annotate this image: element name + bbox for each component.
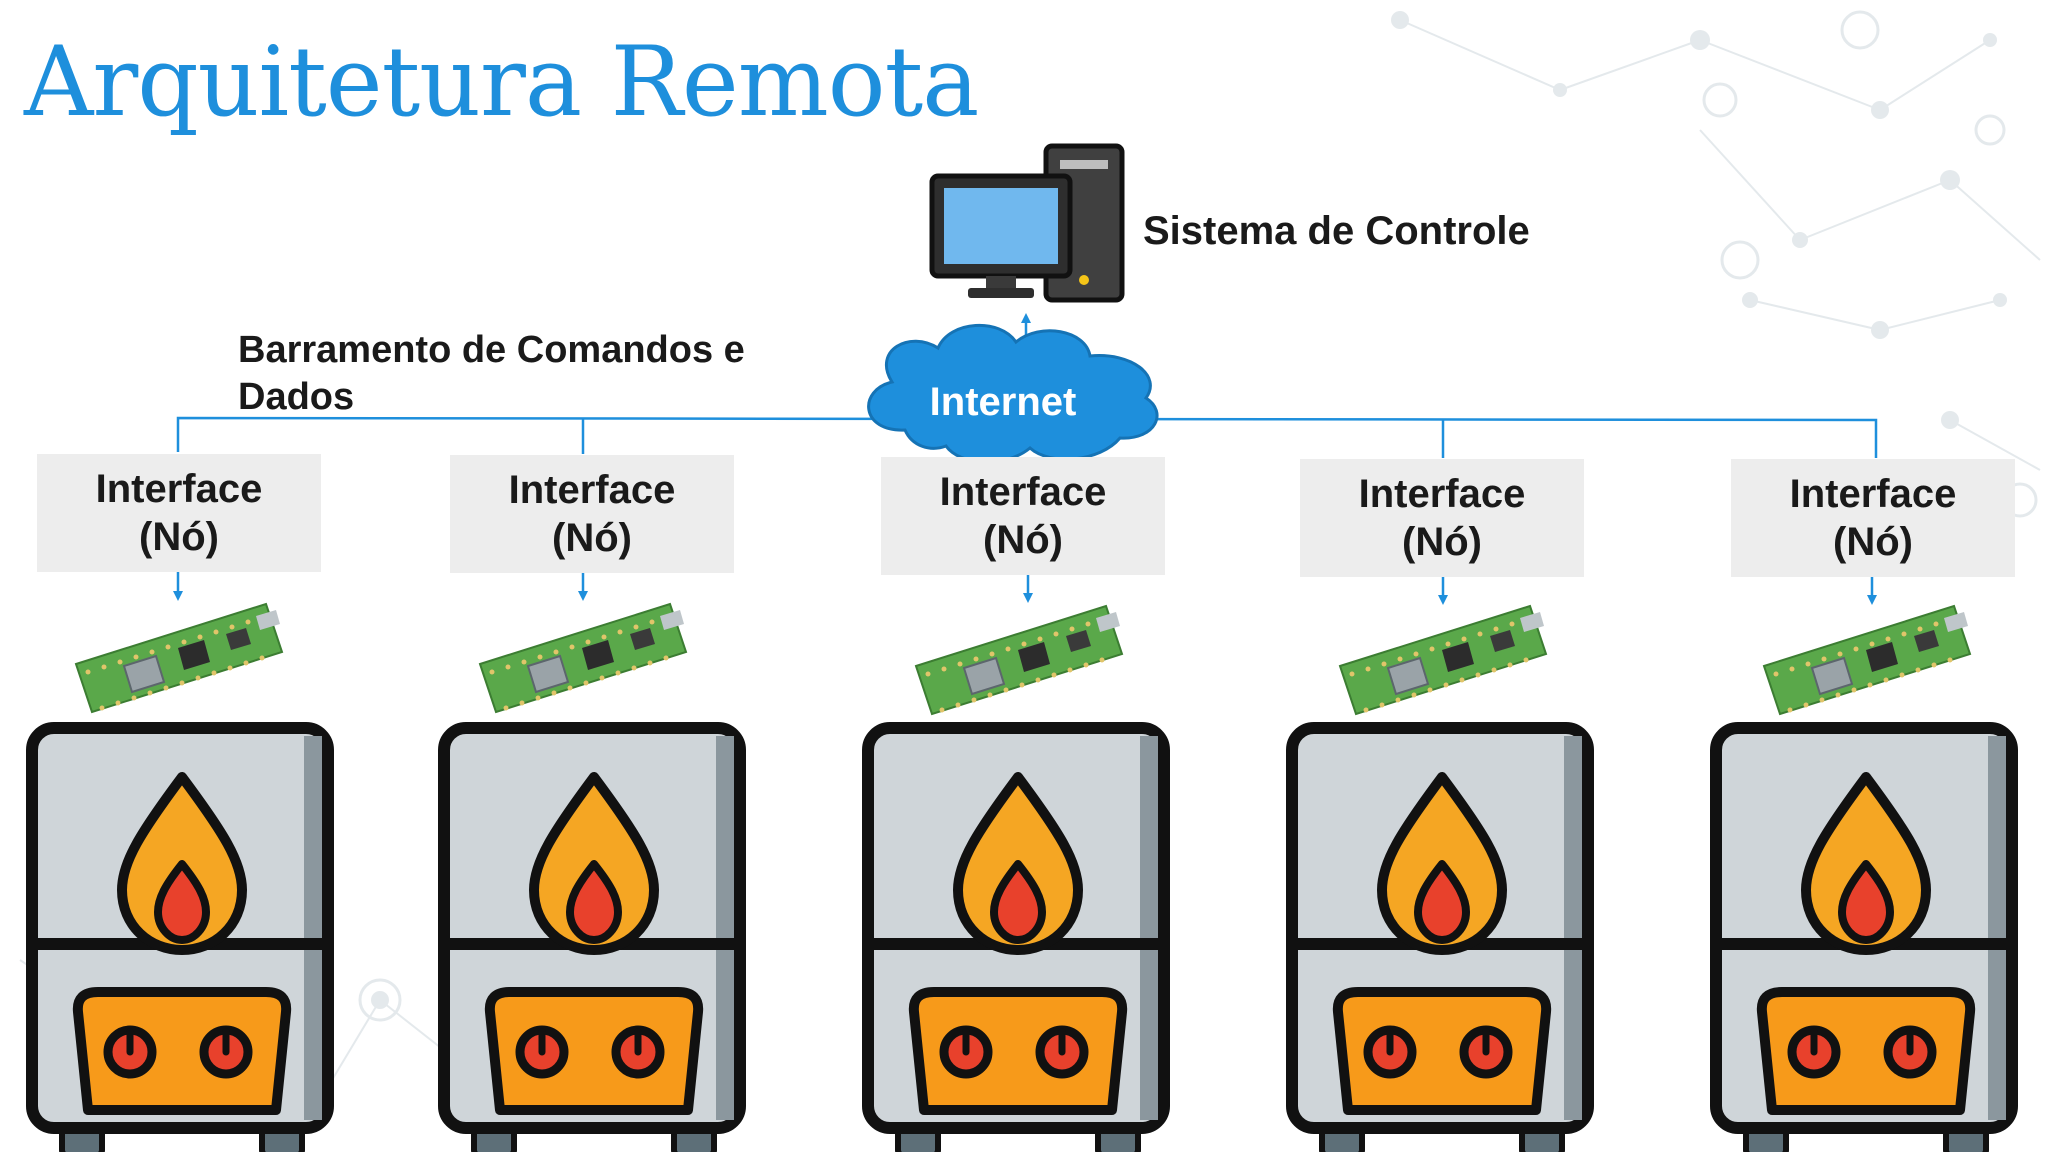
interface-node-subtitle: (Nó) xyxy=(139,515,219,559)
furnace-icon xyxy=(1716,728,2012,1152)
interface-node-subtitle: (Nó) xyxy=(983,518,1063,562)
interface-node-title: Interface xyxy=(1358,472,1526,516)
microcontroller-board-icon xyxy=(75,603,283,713)
interface-node-title: Interface xyxy=(939,470,1107,514)
interface-node: Interface (Nó) xyxy=(450,455,734,573)
furnace-icon xyxy=(868,728,1164,1152)
interface-node-subtitle: (Nó) xyxy=(1833,520,1913,564)
bus-label: Barramento de Comandos e Dados xyxy=(238,329,745,418)
internet-label: Internet xyxy=(929,380,1077,424)
interface-node-title: Interface xyxy=(1789,472,1957,516)
microcontroller-board-icon xyxy=(1763,605,1971,715)
furnace-icon xyxy=(1292,728,1588,1152)
interface-node-subtitle: (Nó) xyxy=(1402,520,1482,564)
interface-node: Interface (Nó) xyxy=(1300,459,1584,577)
furnace-icon xyxy=(32,728,328,1152)
interface-arrows xyxy=(173,572,1877,605)
interface-node-subtitle: (Nó) xyxy=(552,516,632,560)
interface-node: Interface (Nó) xyxy=(1731,459,2015,577)
furnace-icon xyxy=(444,728,740,1152)
interface-node: Interface (Nó) xyxy=(37,454,321,572)
interface-node-title: Interface xyxy=(95,467,263,511)
interface-node: Interface (Nó) xyxy=(881,457,1165,575)
microcontroller-board-icon xyxy=(915,605,1123,715)
microcontroller-board-icon xyxy=(479,603,687,713)
microcontroller-board-icon xyxy=(1339,605,1547,715)
slide-title: Arquitetura Remota xyxy=(24,26,979,138)
control-system-label: Sistema de Controle xyxy=(1143,209,1530,253)
desktop-computer-icon xyxy=(929,143,1125,303)
interface-node-title: Interface xyxy=(508,468,676,512)
